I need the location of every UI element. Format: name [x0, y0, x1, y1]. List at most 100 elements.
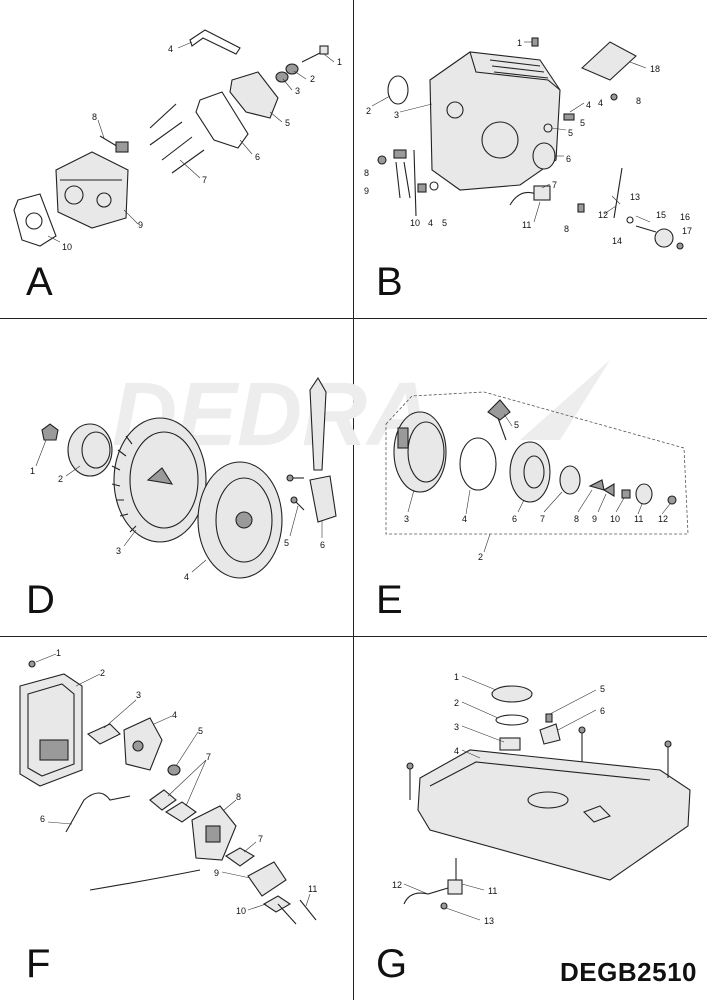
mounting-bolts-part	[406, 726, 672, 800]
recoil-housing-part	[393, 411, 447, 493]
panel-f-label: 7	[258, 834, 263, 844]
panel-e-label: 3	[404, 514, 409, 524]
panel-a-label: 1	[337, 57, 342, 67]
fuel-valve-part	[447, 858, 463, 895]
bolt-part	[377, 155, 387, 165]
panel-g-letter: G	[376, 942, 408, 986]
panel-f-label: 11	[308, 884, 317, 894]
panel-b-label: 17	[682, 226, 692, 236]
carburetor-part	[191, 805, 237, 861]
governor-shaft-part	[635, 225, 657, 233]
cover-part	[229, 71, 279, 119]
panel-g-label: 12	[392, 880, 402, 890]
spring-part	[413, 149, 417, 217]
air-filter-part	[123, 717, 163, 771]
panel-d-label: 1	[30, 466, 35, 476]
panel-g-leaders	[403, 675, 597, 921]
panel-b-label: 6	[566, 154, 571, 164]
panel-d-label: 4	[184, 572, 189, 582]
panel-b-label: 11	[522, 220, 531, 230]
panel-g-label: 2	[454, 698, 459, 708]
panel-b-label: 18	[650, 64, 660, 74]
panel-d-letter: D	[26, 578, 55, 622]
panel-g-label: 6	[600, 706, 605, 716]
panel-e-label: 2	[478, 552, 483, 562]
panel-a-leaders	[47, 41, 335, 243]
studs-part	[149, 103, 205, 174]
dipstick-part	[393, 149, 411, 199]
panel-b-label: 9	[364, 186, 369, 196]
panel-d-leaders	[35, 439, 323, 573]
panel-a-label: 3	[295, 86, 300, 96]
panel-b-label: 10	[410, 218, 420, 228]
reel-part	[509, 441, 551, 503]
bolts-part	[286, 474, 305, 511]
panel-a-label: 5	[285, 118, 290, 128]
divider-horizontal-2	[0, 636, 707, 637]
panel-b-label: 8	[636, 96, 641, 106]
nut-part-f	[28, 660, 36, 668]
seal-part-f	[167, 764, 181, 776]
panel-e-label: 4	[462, 514, 467, 524]
gasket-part-f5	[262, 895, 292, 913]
assembly-boundary	[385, 391, 689, 535]
clip-part	[676, 242, 684, 250]
panel-g-label: 4	[454, 746, 459, 756]
pawl-part	[588, 479, 605, 491]
air-filter-housing-part	[19, 673, 83, 787]
panel-g-label: 1	[454, 672, 459, 682]
panel-f-label: 1	[56, 648, 61, 658]
panel-b-label: 4	[598, 98, 603, 108]
fuel-cap-part	[491, 685, 533, 703]
panel-a-label: 9	[138, 220, 143, 230]
panel-b-leaders	[371, 41, 651, 223]
panel-g-label: 3	[454, 722, 459, 732]
panel-e-label: 7	[540, 514, 545, 524]
panel-b-label: 14	[612, 236, 622, 246]
gasket-part	[195, 91, 249, 149]
panel-b-label: 5	[580, 118, 585, 128]
head-gasket-part	[13, 193, 57, 247]
panel-b-label: 3	[394, 110, 399, 120]
panel-e-label: 8	[574, 514, 579, 524]
cylinder-head-part	[55, 151, 129, 229]
flywheel-part	[111, 417, 207, 543]
panel-g-label: 13	[484, 916, 494, 926]
divider-horizontal-1	[0, 318, 707, 319]
breather-hose-part	[65, 792, 131, 833]
panel-f-leaders	[35, 653, 311, 911]
friction-spring-part	[621, 489, 631, 499]
gear-part	[654, 228, 674, 248]
panel-b-label: 7	[552, 180, 557, 190]
head-gasket-bore	[25, 212, 43, 230]
drain-plug-part	[563, 113, 575, 121]
panel-d-label: 3	[116, 546, 121, 556]
panel-a-letter: A	[26, 260, 53, 304]
panel-f-label: 10	[236, 906, 246, 916]
panel-e-label: 5	[514, 420, 519, 430]
panel-e-label: 10	[610, 514, 620, 524]
throttle-cable-part	[89, 869, 201, 891]
panel-f-label: 2	[100, 668, 105, 678]
panel-b-letter: B	[376, 260, 403, 304]
ignition-coil-part	[309, 376, 337, 523]
washer-part-2	[429, 181, 439, 191]
starter-cup-part	[67, 423, 113, 477]
panel-d-label: 5	[284, 538, 289, 548]
panel-d-label: 2	[58, 474, 63, 484]
panel-f-label: 3	[136, 690, 141, 700]
fuel-tank-part	[417, 749, 691, 881]
panel-b-label: 4	[586, 100, 591, 110]
panel-e-label: 12	[658, 514, 668, 524]
fuel-line-part	[403, 887, 449, 905]
panel-e-label: 9	[592, 514, 597, 524]
seal-part	[275, 71, 289, 83]
panel-a-label: 2	[310, 74, 315, 84]
starter-rope-part	[497, 417, 507, 441]
shaft-part	[613, 167, 623, 219]
divider-vertical	[353, 0, 354, 1000]
panel-b-label: 8	[364, 168, 369, 178]
